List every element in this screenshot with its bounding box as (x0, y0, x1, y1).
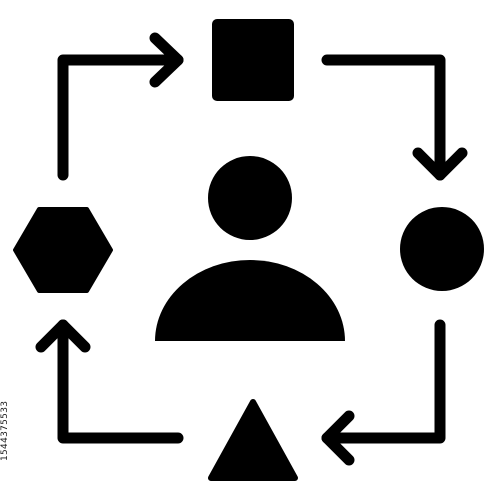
arrow-right-icon (57, 32, 184, 181)
stock-id-label: 1544375533 (0, 400, 10, 462)
arrow-left-icon (321, 319, 446, 466)
person-head (208, 156, 292, 240)
arrow-down-icon (321, 54, 468, 181)
hexagon-icon (13, 207, 113, 293)
triangle-icon (208, 399, 298, 481)
square-icon (212, 19, 294, 101)
arrow-up-icon (35, 319, 184, 444)
circle-icon (400, 207, 484, 291)
person-icon (155, 156, 345, 341)
person-body (155, 260, 345, 341)
